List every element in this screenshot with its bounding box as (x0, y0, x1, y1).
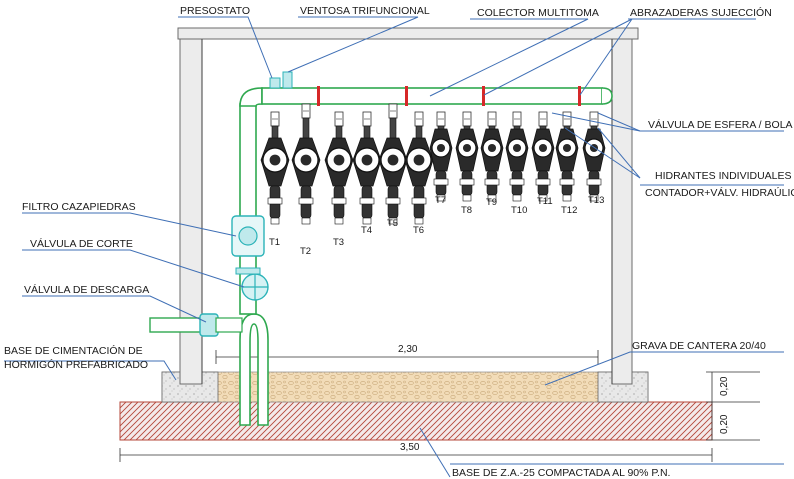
hydrant-label: T3 (333, 237, 344, 248)
manifold-clamp (317, 86, 320, 106)
inner-width-label: 2,30 (398, 344, 418, 355)
hydrant-label: T6 (413, 225, 424, 236)
label-abrazaderas: ABRAZADERAS SUJECCIÓN (630, 6, 772, 19)
hydrant-T7: T7 (429, 111, 453, 206)
air-valve (282, 71, 293, 89)
hydrant-label: T10 (511, 205, 527, 216)
total-width-label: 3,50 (400, 442, 420, 453)
hydrant-label: T7 (435, 195, 446, 206)
label-valvula-descarga: VÁLVULA DE DESCARGA (24, 283, 149, 296)
manifold-clamp (405, 86, 408, 106)
label-hidrantes-2: CONTADOR+VÁLV. HIDRAÚLICA (645, 186, 794, 199)
label-valvula-esfera: VÁLVULA DE ESFERA / BOLA (648, 118, 793, 131)
hydrant-label: T12 (561, 205, 577, 216)
manifold-clamp (578, 86, 581, 106)
pressure-switch (269, 77, 281, 89)
hydrant-label: T2 (300, 246, 311, 257)
hydrant-T10: T10 (505, 111, 529, 216)
height-top-label: 0,20 (719, 376, 730, 396)
roof-slab (177, 27, 639, 40)
hydrant-T11: T11 (531, 111, 555, 207)
hydrant-T5: T5 (378, 103, 408, 229)
hydrant-T3: T3 (324, 111, 354, 248)
gravel-layer (161, 371, 649, 403)
manifold-pipe (261, 87, 603, 105)
hydrant-T4: T4 (352, 111, 382, 236)
label-ventosa: VENTOSA TRIFUNCIONAL (300, 5, 430, 17)
riser-pipe (239, 313, 269, 426)
hydrant-T1: T1 (260, 111, 290, 248)
label-colector: COLECTOR MULTITOMA (477, 7, 599, 19)
supply-elbow (239, 87, 263, 107)
manifold-clamp (482, 86, 485, 106)
label-filtro: FILTRO CAZAPIEDRAS (22, 201, 136, 213)
label-base-za: BASE DE Z.A.-25 COMPACTADA AL 90% P.N. (452, 467, 670, 479)
discharge-valve (199, 313, 219, 337)
hydrant-T6: T6 (404, 111, 434, 236)
hydrant-label: T11 (537, 196, 553, 207)
hydrant-T8: T8 (455, 111, 479, 216)
hydrant-T13: T13 (582, 111, 606, 206)
hydrant-label: T4 (361, 225, 372, 236)
label-presostato: PRESOSTATO (180, 5, 250, 17)
label-base-cimentacion-1: BASE DE CIMENTACIÓN DE (4, 344, 143, 357)
height-bottom-label: 0,20 (719, 414, 730, 434)
label-hidrantes-1: HIDRANTES INDIVIDUALES (655, 170, 792, 182)
hydrant-T12: T12 (555, 111, 579, 216)
wall-right (611, 38, 633, 385)
hydrant-label: T5 (387, 218, 398, 229)
label-valvula-corte: VÁLVULA DE CORTE (30, 237, 133, 250)
hydrant-label: T1 (269, 237, 280, 248)
hydrant-T2: T2 (291, 103, 321, 257)
hydrant-label: T9 (486, 197, 497, 208)
label-base-cimentacion-2: HORMIGÓN PREFABRICADO (4, 358, 148, 371)
label-grava: GRAVA DE CANTERA 20/40 (632, 340, 766, 352)
compacted-base-layer (119, 401, 713, 441)
hydrant-label: T8 (461, 205, 472, 216)
hydrant-T9: T9 (480, 111, 504, 208)
hydrant-label: T13 (588, 195, 604, 206)
